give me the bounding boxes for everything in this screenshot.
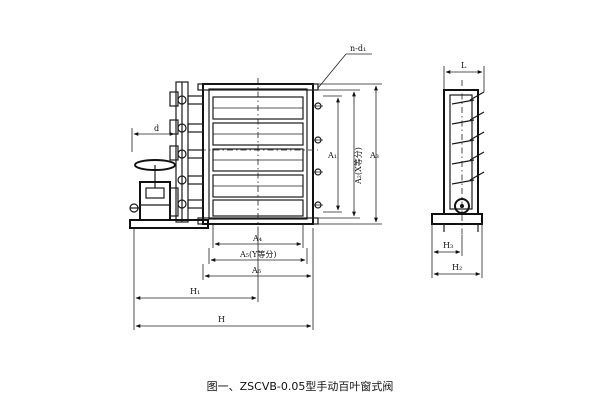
- handwheel-gearbox: [129, 159, 179, 221]
- front-view: [129, 78, 323, 232]
- label-n-d1: n-d₁: [350, 44, 366, 53]
- label-h2: H₂: [452, 263, 462, 272]
- label-h3: H₃: [443, 241, 453, 250]
- label-h: H: [218, 315, 225, 324]
- side-view: [431, 80, 485, 235]
- dimensions: n-d₁ d A₁ A₂(X等分) A₃ A₄ A₅(Y等分): [131, 44, 485, 330]
- label-a2: A₂(X等分): [353, 147, 363, 185]
- figure-caption: 图一、ZSCVB-0.05型手动百叶窗式阀: [207, 379, 394, 393]
- label-a4: A₄: [252, 234, 262, 243]
- label-a3: A₃: [369, 151, 379, 160]
- label-h1: H₁: [190, 287, 200, 296]
- label-a1: A₁: [327, 151, 337, 160]
- linkage-mechanism: [169, 81, 204, 223]
- right-bolts: [313, 102, 323, 209]
- label-a6: A₆: [251, 266, 261, 275]
- label-l: L: [461, 61, 467, 70]
- label-d: d: [154, 124, 159, 133]
